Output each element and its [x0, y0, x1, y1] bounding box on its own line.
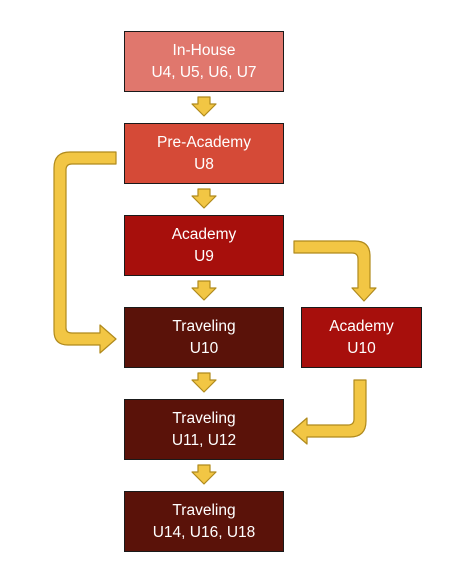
- box-ages: U11, U12: [171, 431, 237, 449]
- box-traveling-u11-u12: Traveling U11, U12: [124, 399, 284, 460]
- down-arrow-icon: [191, 372, 217, 393]
- box-academy-u10: Academy U10: [301, 307, 422, 368]
- box-ages: U14, U16, U18: [152, 523, 256, 541]
- box-title: Academy: [329, 317, 394, 335]
- box-title: Traveling: [172, 501, 236, 519]
- box-traveling-u10: Traveling U10: [124, 307, 284, 368]
- box-ages: U10: [347, 339, 376, 357]
- box-ages: U8: [194, 155, 214, 173]
- box-in-house: In-House U4, U5, U6, U7: [124, 31, 284, 92]
- down-arrow-icon: [191, 464, 217, 485]
- box-title: Pre-Academy: [157, 133, 251, 151]
- box-title: Academy: [171, 225, 237, 243]
- down-arrow-icon: [191, 280, 217, 301]
- box-traveling-u14-u16-u18: Traveling U14, U16, U18: [124, 491, 284, 552]
- box-academy-u9: Academy U9: [124, 215, 284, 276]
- box-ages: U10: [189, 339, 219, 357]
- box-title: Traveling: [172, 409, 236, 427]
- box-ages: U9: [194, 247, 214, 265]
- down-arrow-icon: [191, 188, 217, 209]
- curved-arrow-right-icon: [293, 240, 377, 302]
- box-pre-academy: Pre-Academy U8: [124, 123, 284, 184]
- down-arrow-icon: [191, 96, 217, 117]
- box-ages: U4, U5, U6, U7: [151, 63, 257, 81]
- box-title: In-House: [172, 41, 236, 59]
- curved-arrow-left-icon: [53, 151, 117, 354]
- curved-arrow-return-icon: [291, 379, 367, 445]
- box-title: Traveling: [172, 317, 236, 335]
